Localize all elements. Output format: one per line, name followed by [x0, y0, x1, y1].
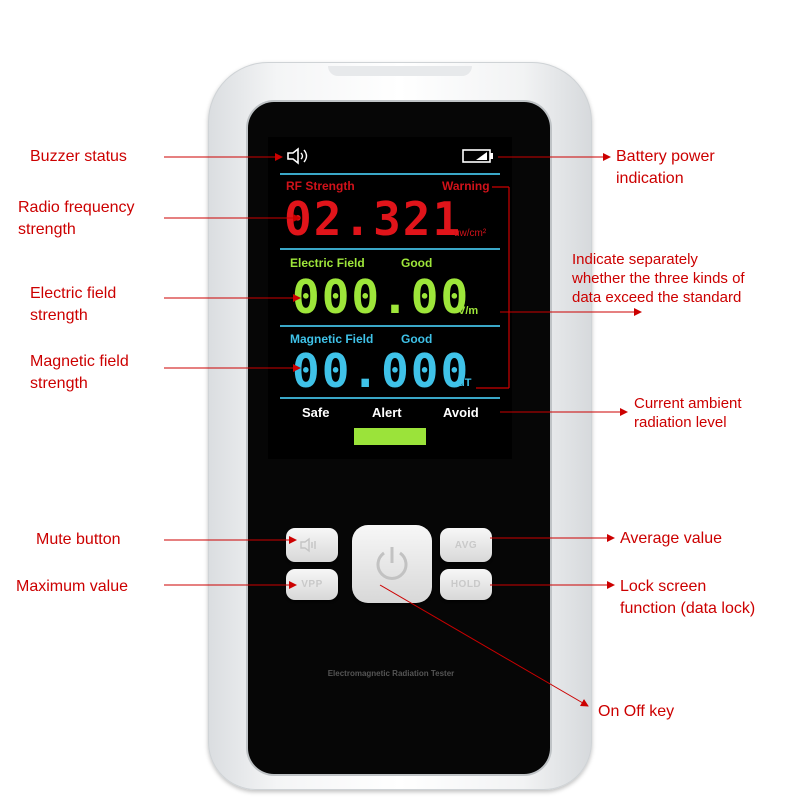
electric-status-label: Good: [401, 256, 433, 270]
annotation-battery-line2: indication: [616, 170, 684, 187]
annotation-lock-line2: function (data lock): [620, 600, 756, 617]
level-avoid-label: Avoid: [443, 405, 479, 420]
avg-button[interactable]: AVG: [440, 528, 492, 562]
speaker-icon: [287, 147, 308, 165]
mute-button[interactable]: [286, 528, 338, 562]
magnetic-unit: uT: [458, 377, 472, 389]
annotation-maximum-value: Maximum value: [16, 578, 129, 595]
annotation-lock-line1: Lock screen: [620, 578, 707, 595]
annotation-average-value: Average value: [620, 530, 722, 547]
power-icon: [376, 547, 408, 580]
battery-icon: [462, 149, 493, 163]
lcd-divider: [280, 173, 500, 175]
level-alert-label: Alert: [372, 405, 402, 420]
rf-strength-value: 02.321: [284, 192, 463, 246]
annotation-magnetic-line2: strength: [30, 375, 88, 392]
electric-unit: V/m: [458, 305, 479, 317]
annotation-exceed-line2: whether the three kinds of: [572, 270, 745, 287]
lcd-divider: [280, 397, 500, 399]
annotation-buzzer-status: Buzzer status: [30, 148, 127, 165]
annotation-electric-line2: strength: [30, 307, 88, 324]
lcd-divider: [280, 248, 500, 250]
annotation-exceed-line3: data exceed the standard: [572, 289, 742, 306]
radiation-level-indicator: [354, 428, 426, 445]
annotation-on-off-key: On Off key: [598, 703, 675, 720]
annotation-battery-line1: Battery power: [616, 148, 715, 165]
device-model-text: Electromagnetic Radiation Tester: [327, 669, 455, 678]
level-safe-label: Safe: [302, 405, 330, 420]
electric-field-value: 000.00: [292, 270, 471, 324]
device-top-notch: [328, 66, 472, 76]
magnetic-status-label: Good: [401, 332, 433, 346]
annotation-mute-button: Mute button: [36, 531, 121, 548]
magnetic-field-label: Magnetic Field: [290, 332, 374, 346]
rf-status-label: Warning: [442, 179, 490, 193]
lcd-divider: [280, 325, 500, 327]
annotation-ambient-line1: Current ambient: [634, 395, 742, 412]
annotation-rf-strength-line1: Radio frequency: [18, 199, 135, 216]
electric-field-label: Electric Field: [290, 256, 365, 270]
rf-unit: uw/cm²: [454, 228, 487, 239]
annotation-magnetic-line1: Magnetic field: [30, 353, 129, 370]
rf-strength-label: RF Strength: [286, 179, 355, 193]
mute-speaker-icon: [300, 537, 316, 553]
annotation-rf-strength-line2: strength: [18, 221, 76, 238]
annotation-electric-line1: Electric field: [30, 285, 117, 302]
hold-button[interactable]: HOLD: [440, 569, 492, 600]
power-button[interactable]: [352, 525, 432, 603]
annotation-ambient-line2: radiation level: [634, 414, 727, 431]
lcd-screen: RF Strength Warning 02.321 uw/cm² Electr…: [268, 137, 512, 459]
annotation-exceed-line1: Indicate separately: [572, 251, 698, 268]
magnetic-field-value: 00.000: [292, 344, 471, 398]
